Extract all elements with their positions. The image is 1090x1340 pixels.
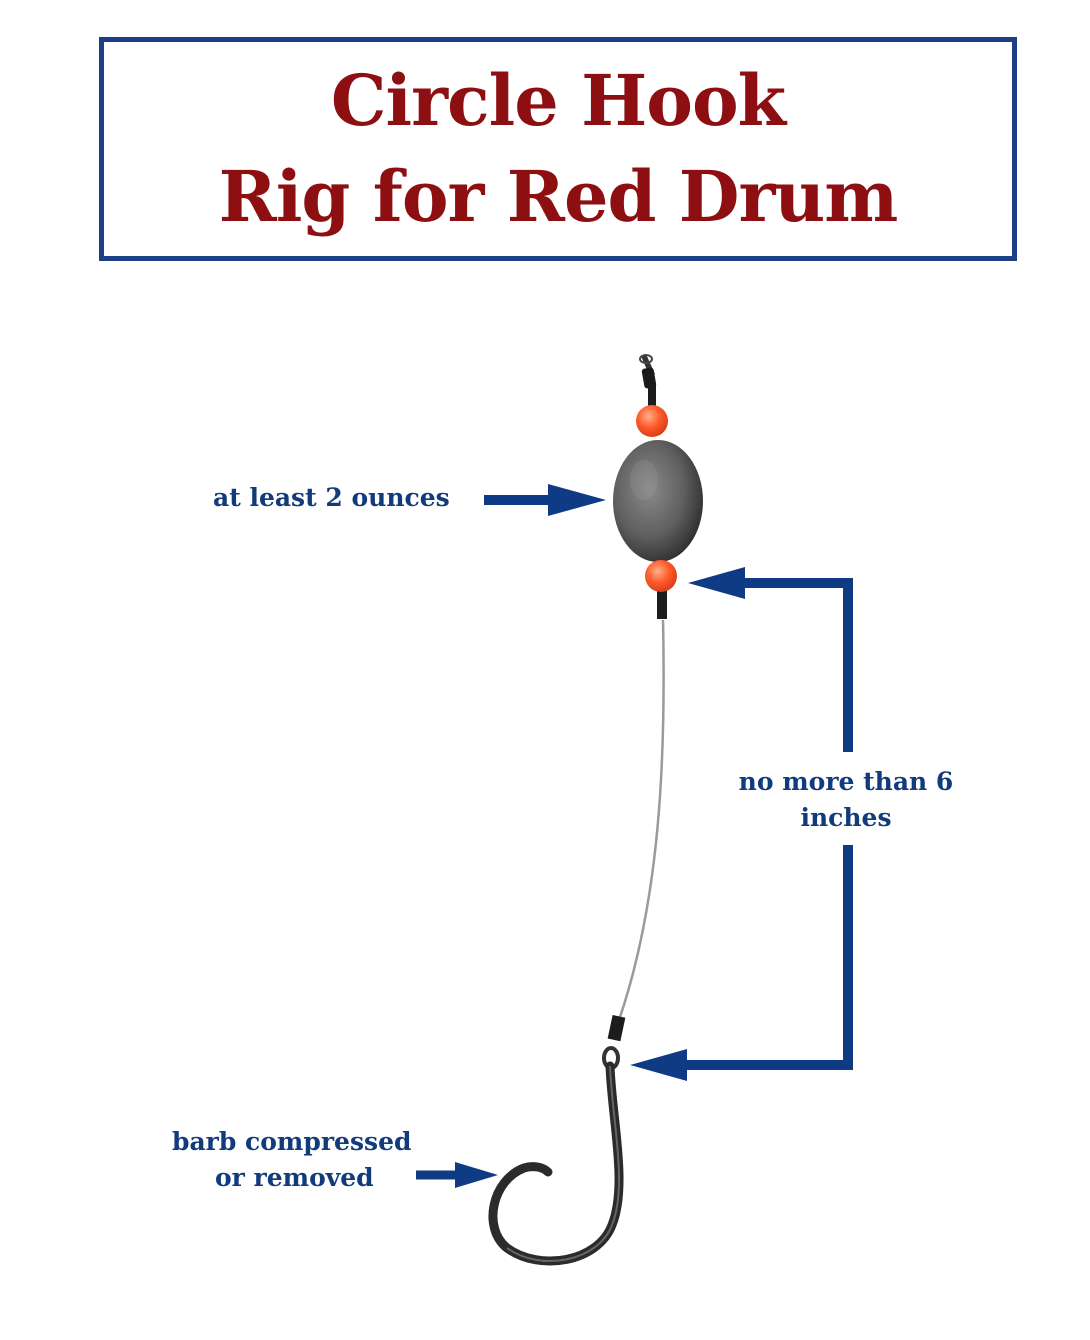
length-arrowhead-bottom: [630, 1049, 687, 1081]
barb-label-line-1: barb compressed: [172, 1127, 412, 1156]
bottom-bead-icon: [645, 560, 677, 592]
top-bead-icon: [636, 405, 668, 437]
main-line: [648, 385, 667, 619]
swivel-icon: [639, 354, 657, 389]
barb-label: barb compressed or removed: [160, 1124, 455, 1196]
length-arrowhead-top: [688, 567, 745, 599]
circle-hook-icon: [488, 1046, 624, 1266]
length-bracket-arrow-icon: [660, 578, 853, 1070]
leader-line: [617, 619, 665, 1021]
crimp-sleeve: [607, 1015, 626, 1042]
egg-sinker-icon: [613, 440, 703, 562]
weight-arrow-icon: [484, 484, 606, 516]
length-label-line-2: inches: [800, 803, 892, 832]
title-line-1: Circle Hook: [330, 59, 786, 142]
title-line-2: Rig for Red Drum: [218, 155, 899, 238]
weight-label: at least 2 ounces: [213, 483, 450, 512]
length-label: no more than 6 inches: [718, 764, 974, 836]
title-box: Circle Hook Rig for Red Drum: [99, 37, 1017, 261]
barb-arrow-icon: [416, 1162, 498, 1188]
length-label-line-1: no more than 6: [738, 767, 954, 796]
barb-label-line-2: or removed: [215, 1163, 374, 1192]
